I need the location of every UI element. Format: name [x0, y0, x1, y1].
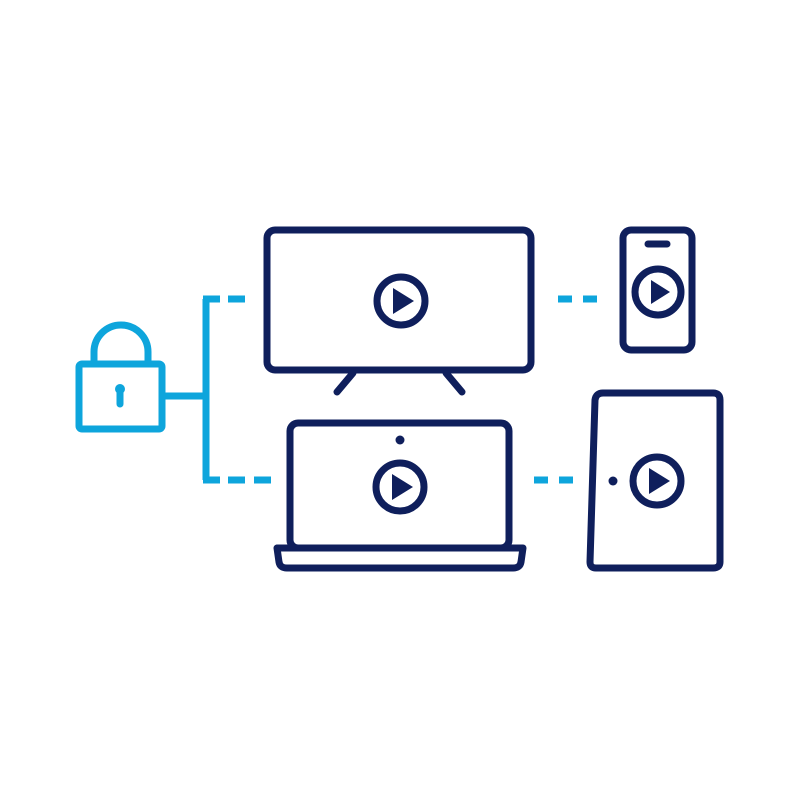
laptop-base	[273, 544, 527, 572]
tv-screen	[263, 226, 535, 374]
tablet-body	[586, 389, 724, 572]
tv-leg-right	[442, 369, 466, 396]
tablet-home-dot	[608, 476, 618, 486]
play-button-icon	[631, 265, 685, 319]
tablet-icon	[586, 389, 724, 572]
smartphone-icon	[619, 226, 696, 354]
phone-body	[619, 226, 696, 354]
connection-bracket	[162, 295, 271, 484]
play-button-icon	[373, 273, 429, 329]
laptop-icon	[273, 419, 527, 572]
device-link-dashes	[534, 295, 597, 484]
padlock-shackle	[90, 321, 152, 368]
padlock-icon	[75, 321, 166, 433]
tv-leg-left	[333, 369, 357, 396]
play-button-icon	[629, 453, 685, 509]
laptop-camera	[395, 435, 405, 445]
play-button-icon	[372, 459, 428, 515]
television-icon	[263, 226, 535, 396]
